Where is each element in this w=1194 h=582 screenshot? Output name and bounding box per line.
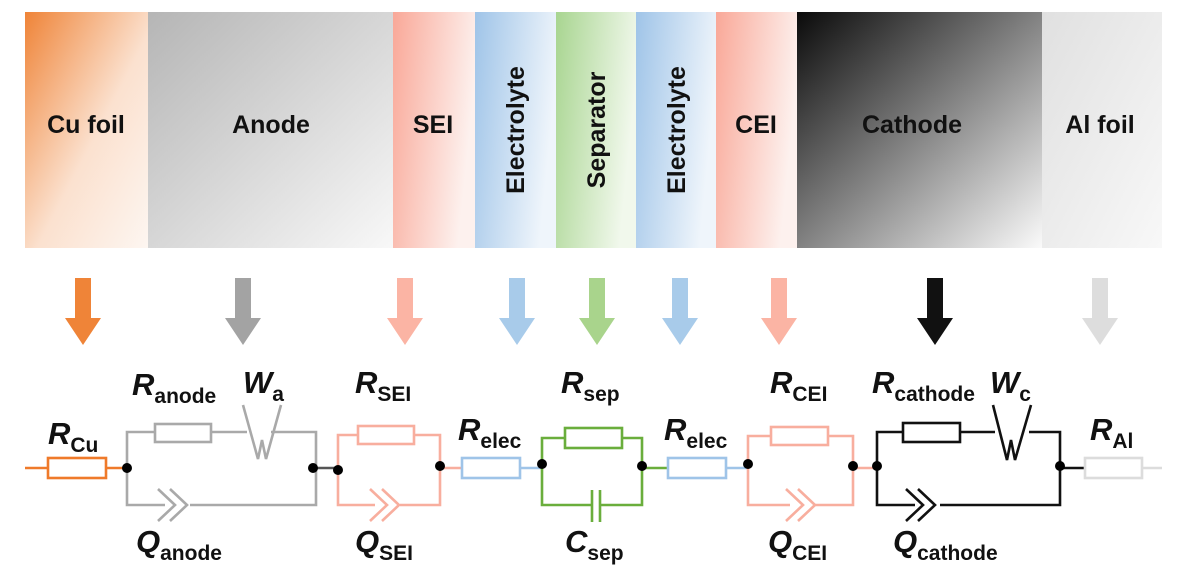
circuit-nodes <box>122 459 1065 475</box>
resistor-r-al <box>1083 456 1162 480</box>
down-arrow-icon <box>761 278 797 345</box>
cpe-icon <box>785 488 817 522</box>
down-arrow-icon <box>65 278 101 345</box>
label-r-cu: RCu <box>48 416 98 457</box>
down-arrow-icon <box>225 278 261 345</box>
label-r-sep: Rsep <box>561 365 620 406</box>
label-r-cathode: Rcathode <box>872 365 975 406</box>
layer-label-al-foil: Al foil <box>1065 111 1134 139</box>
resistor-r-cu <box>25 456 127 480</box>
label-w-a: Wa <box>243 365 284 406</box>
layer-cathode <box>797 12 1042 248</box>
layer-label-cathode: Cathode <box>862 111 962 139</box>
cpe-icon <box>369 488 401 522</box>
label-r-anode: Ranode <box>132 367 216 408</box>
down-arrow-icon <box>1082 278 1118 345</box>
label-r-elec-2: Relec <box>664 412 728 453</box>
cathode-element <box>875 404 1085 522</box>
down-arrow-icon <box>387 278 423 345</box>
warburg-icon <box>991 404 1033 461</box>
equivalent-circuit: RCu Ranode Wa Qanode RSEI QSEI Relec Rse… <box>25 365 1162 565</box>
cei-element <box>746 425 877 522</box>
layer-sei <box>393 12 475 248</box>
layer-label-electrolyte-1: Electrolyte <box>502 66 530 194</box>
label-q-anode: Qanode <box>136 524 222 565</box>
label-r-al: RAl <box>1090 412 1133 453</box>
resistor-r-elec-1 <box>460 456 542 480</box>
separator-element <box>540 426 668 522</box>
layer-stack: Cu foil Anode SEI Electrolyte Separator … <box>25 12 1162 248</box>
anode-element <box>125 404 338 522</box>
resistor-r-elec-2 <box>666 456 748 480</box>
layer-label-electrolyte-2: Electrolyte <box>663 66 691 194</box>
warburg-icon <box>241 404 283 460</box>
label-q-sei: QSEI <box>355 524 413 565</box>
label-r-sei: RSEI <box>355 365 411 406</box>
layer-label-sei: SEI <box>413 111 453 139</box>
layer-separator <box>556 12 636 248</box>
layer-electrolyte-2 <box>636 12 716 248</box>
label-q-cei: QCEI <box>768 524 827 565</box>
layer-electrolyte-1 <box>475 12 556 248</box>
cpe-icon <box>157 488 189 522</box>
down-arrow-icon <box>499 278 535 345</box>
label-r-cei: RCEI <box>770 365 827 406</box>
layer-al-foil <box>1042 12 1162 248</box>
layer-cei <box>716 12 797 248</box>
label-r-elec-1: Relec <box>458 412 522 453</box>
layer-label-cu-foil: Cu foil <box>47 111 125 139</box>
layer-anode <box>148 12 393 248</box>
label-w-c: Wc <box>990 365 1031 406</box>
layer-label-cei: CEI <box>735 111 777 139</box>
label-c-sep: Csep <box>565 524 624 565</box>
down-arrow-icon <box>579 278 615 345</box>
cpe-icon <box>905 488 937 522</box>
layer-label-anode: Anode <box>232 111 310 139</box>
mapping-arrows <box>65 278 1118 345</box>
sei-element <box>336 424 462 522</box>
down-arrow-icon <box>917 278 953 345</box>
down-arrow-icon <box>662 278 698 345</box>
capacitor-icon <box>590 490 602 522</box>
label-q-cathode: Qcathode <box>893 524 998 565</box>
layer-label-separator: Separator <box>583 71 611 188</box>
layer-cu-foil <box>25 12 148 248</box>
